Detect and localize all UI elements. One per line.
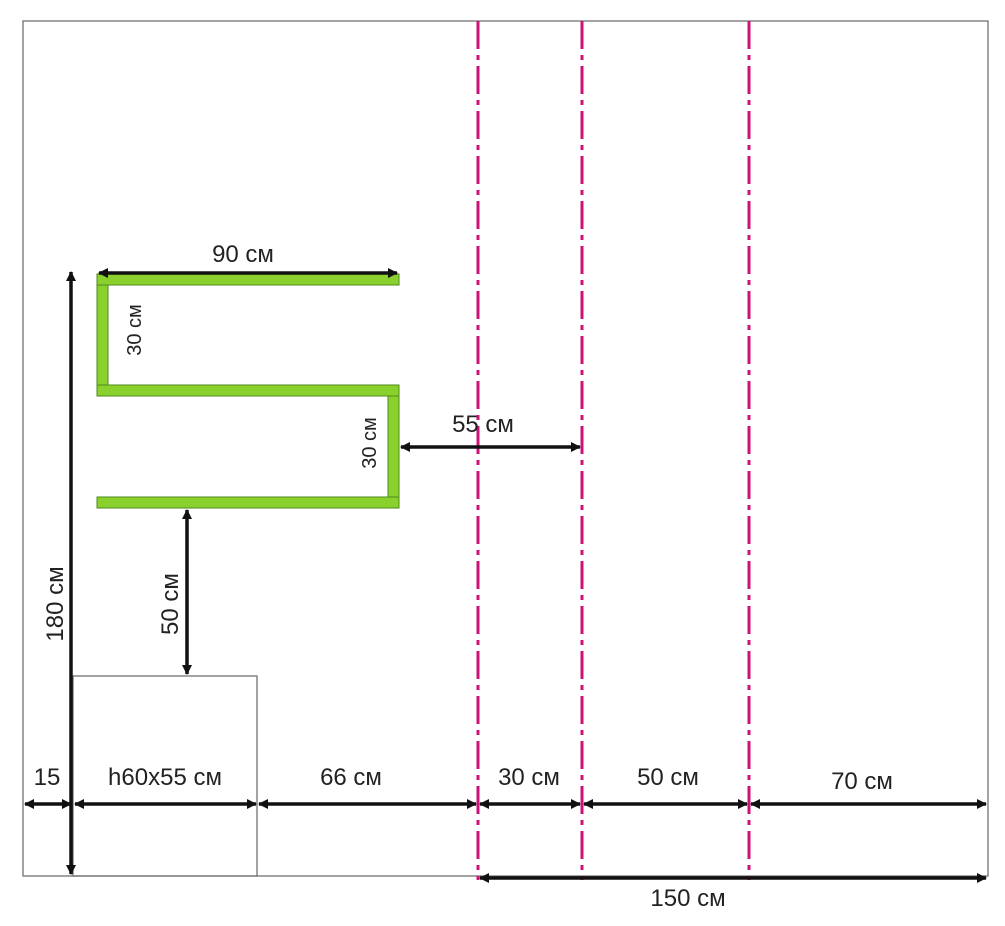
dimension-arrows [24,268,987,883]
label-gap-30: 30 см [498,764,560,791]
guide-lines [476,21,751,880]
shelf-upper-post [96,284,109,386]
shelf-unit [96,273,400,509]
label-shelf-width: 90 см [212,241,274,268]
label-span-150: 150 см [650,885,725,912]
label-shelf-gap-lower: 30 см [359,417,381,469]
label-cabinet-size: h60x55 см [108,764,222,791]
label-gap-50: 50 см [637,764,699,791]
shelf-middle [96,384,400,397]
label-total-height: 180 см [42,566,69,641]
shelf-lower-post [387,395,400,498]
shelf-bottom [96,496,400,509]
shelf-top [96,273,400,286]
label-shelf-gap-upper: 30 см [124,304,146,356]
label-shelf-to-cabinet: 50 см [157,573,184,635]
label-gap-66: 66 см [320,764,382,791]
label-left-margin: 15 [34,764,61,791]
label-gap-70: 70 см [831,768,893,795]
label-shelf-to-guide: 55 см [452,411,514,438]
